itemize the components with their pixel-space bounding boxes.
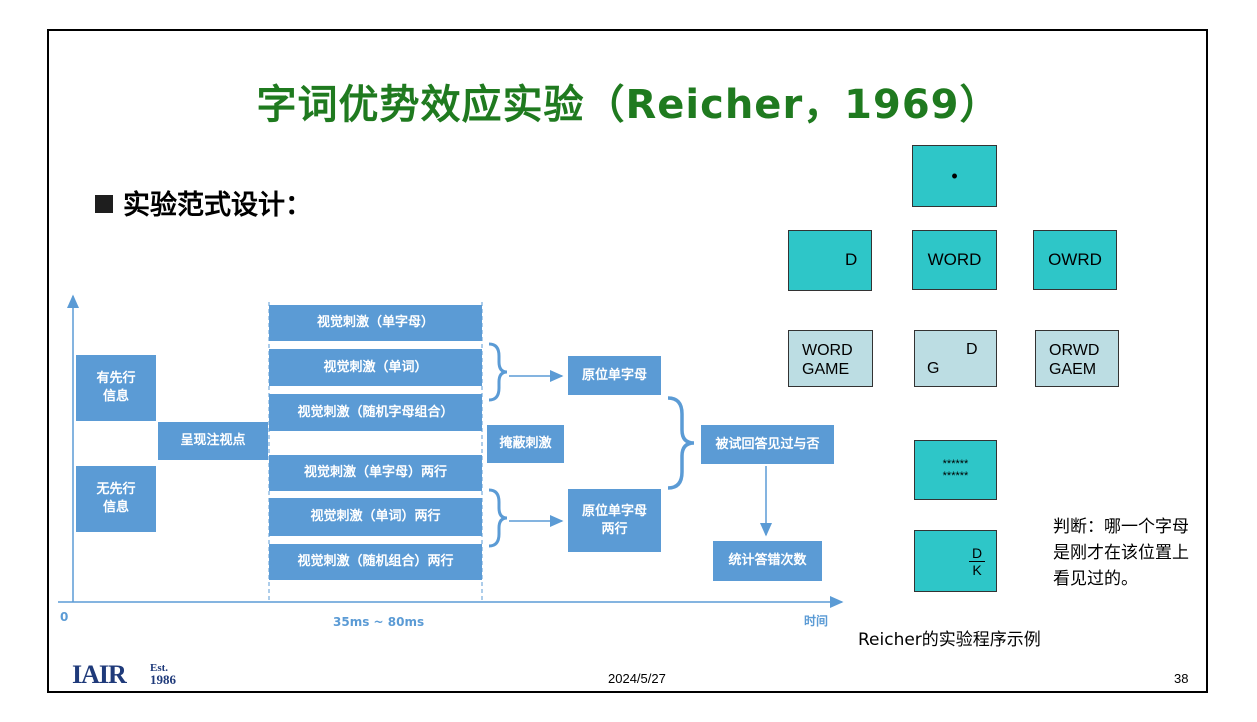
stimulus-word-box: 视觉刺激（单词）	[269, 349, 482, 386]
brace-right	[667, 396, 695, 490]
letter-row-1: D	[966, 341, 978, 358]
slide-title: 字词优势效应实验（Reicher，1969）	[256, 82, 1001, 128]
axis-origin-label: 0	[60, 610, 69, 624]
judgment-note: 判断：哪一个字母 是刚才在该位置上 看见过的。	[1053, 514, 1189, 592]
probe-top-letter: D	[969, 545, 985, 562]
judgment-note-line-2: 是刚才在该位置上	[1053, 543, 1189, 563]
footer-date: 2024/5/27	[608, 671, 666, 686]
judgment-note-line-1: 判断：哪一个字母	[1053, 517, 1189, 537]
example-single-letter-card: D	[788, 230, 872, 291]
axis-duration-label: 35ms ~ 80ms	[333, 615, 425, 629]
count-box: 统计答错次数	[713, 541, 822, 581]
mask-box: 掩蔽刺激	[487, 425, 564, 463]
mask-row-2: ******	[942, 470, 969, 482]
logo-year: 1986	[150, 672, 176, 687]
iair-logo: IAIR Est. 1986	[72, 660, 176, 692]
stimulus-word-two-rows-box: 视觉刺激（单词）两行	[269, 498, 482, 536]
fixation-box: 呈现注视点	[158, 422, 268, 460]
fixation-dot: •	[951, 165, 958, 186]
example-fixation-card: •	[912, 145, 997, 207]
example-mask-card: ****** ******	[914, 440, 997, 500]
word-text: WORD	[927, 250, 982, 269]
nonword-row-1: ORWD	[1049, 342, 1100, 359]
word-row-2: GAME	[802, 361, 850, 378]
precue-no-box: 无先行 信息	[76, 466, 156, 532]
nonword-text: OWRD	[1048, 250, 1102, 269]
example-nonword-two-rows-card: ORWD GAEM	[1035, 330, 1119, 387]
axis-time-label: 时间	[804, 614, 829, 628]
mask-row-1: ******	[942, 458, 969, 470]
logo-est: Est. 1986	[150, 662, 176, 686]
stimulus-single-letter-two-rows-box: 视觉刺激（单字母）两行	[269, 455, 482, 491]
logo-main-text: IAIR	[72, 660, 127, 689]
example-nonword-card: OWRD	[1033, 230, 1117, 290]
judgment-note-line-3: 看见过的。	[1053, 569, 1138, 589]
brace-bottom	[488, 488, 508, 548]
page-number: 38	[1174, 671, 1189, 686]
example-caption: Reicher的实验程序示例	[858, 630, 1041, 650]
probe-single-box: 原位单字母	[568, 356, 661, 395]
letter-row-2: G	[927, 360, 940, 377]
section-heading-text: 实验范式设计：	[123, 190, 312, 221]
section-heading: 实验范式设计：	[95, 183, 312, 222]
single-letter-text: D	[845, 250, 858, 269]
probe-stack: D K	[969, 545, 985, 578]
word-row-1: WORD	[802, 342, 853, 359]
response-box: 被试回答见过与否	[701, 425, 834, 464]
example-letter-two-rows-card: D G	[914, 330, 997, 387]
probe-double-box: 原位单字母 两行	[568, 489, 661, 552]
nonword-row-2: GAEM	[1049, 361, 1097, 378]
brace-top	[488, 342, 508, 402]
square-bullet-icon	[95, 195, 113, 213]
stimulus-single-letter-box: 视觉刺激（单字母）	[269, 305, 482, 341]
stimulus-random-two-rows-box: 视觉刺激（随机组合）两行	[269, 544, 482, 580]
stimulus-random-box: 视觉刺激（随机字母组合）	[269, 394, 482, 431]
example-word-two-rows-card: WORD GAME	[788, 330, 873, 387]
example-word-card: WORD	[912, 230, 997, 290]
precue-yes-box: 有先行 信息	[76, 355, 156, 421]
probe-bottom-letter: K	[972, 562, 982, 578]
logo-est-label: Est.	[150, 662, 169, 674]
example-probe-card: D K	[914, 530, 997, 592]
